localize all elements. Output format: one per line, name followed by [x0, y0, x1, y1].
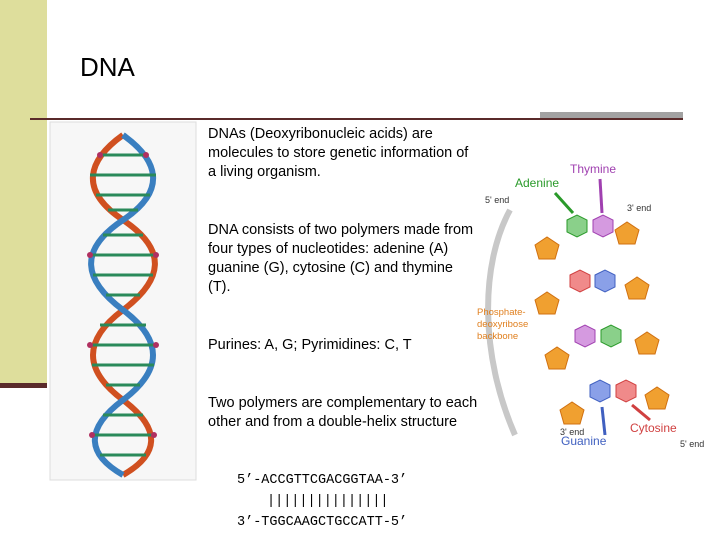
title-rule-accent: [540, 112, 683, 118]
left-decorative-band: [0, 0, 47, 383]
backbone-bracket: [485, 208, 518, 437]
sequence-bottom-strand: 3’-TGGCAAGCTGCCATT-5’: [237, 515, 408, 530]
title-area: [47, 0, 720, 118]
paragraph-complementary: Two polymers are complementary to each o…: [208, 395, 478, 430]
double-helix-illustration: [49, 121, 197, 481]
paragraph-purines: Purines: A, G; Pyrimidines: C, T: [208, 337, 412, 353]
thymine-arrow: [598, 178, 604, 214]
cytosine-arrow: [631, 403, 651, 422]
sequence-top-strand: 5’-ACCGTTCGACGGTAA-3’: [237, 473, 408, 488]
title-rule: [30, 118, 683, 120]
nucleotide-structure-figure: Adenine Thymine 5' end 3' end Phosphate-…: [477, 162, 704, 449]
thymine-label: Thymine: [570, 162, 616, 176]
base-pairs: [90, 153, 156, 457]
sugar-pentagons: [534, 221, 670, 425]
five-prime-bottom-label: 5' end: [680, 439, 704, 449]
slide-title: DNA: [80, 52, 135, 82]
backbone-label-line-3: backbone: [477, 331, 518, 342]
guanine-arrow: [600, 406, 607, 436]
helix-strand-2: [88, 132, 156, 478]
backbone-label-line-2: deoxyribose: [477, 319, 528, 330]
five-prime-top-label: 5' end: [485, 195, 509, 205]
sequence-bonds: |||||||||||||||: [267, 494, 389, 509]
backbone-label-line-1: Phosphate-: [477, 307, 526, 318]
paragraph-definition: DNAs (Deoxyribonucleic acids) are molecu…: [208, 126, 469, 180]
left-band-accent: [0, 383, 47, 388]
three-prime-top-label: 3' end: [627, 203, 651, 213]
paragraph-composition: DNA consists of two polymers made from f…: [208, 222, 474, 295]
adenine-arrow: [553, 191, 575, 215]
three-prime-bottom-label: 3' end: [560, 427, 584, 437]
adenine-label: Adenine: [515, 176, 559, 190]
guanine-label: Guanine: [561, 434, 607, 448]
base-pair-dots: [87, 152, 159, 438]
cytosine-label: Cytosine: [630, 421, 677, 435]
base-rings: [566, 214, 637, 403]
